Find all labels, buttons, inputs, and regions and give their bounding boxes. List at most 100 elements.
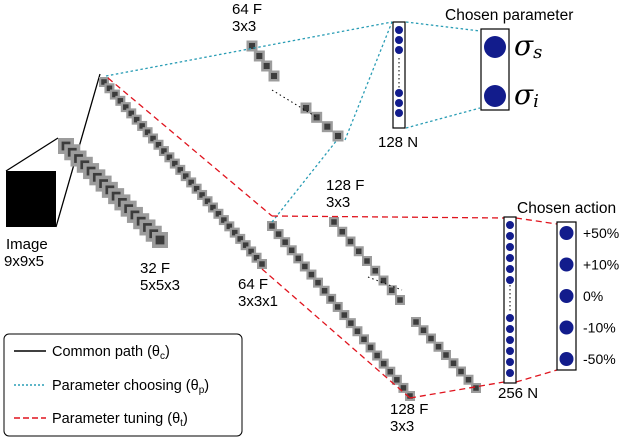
tuning-conv-filter-core — [275, 231, 282, 237]
conv2-filter-core — [210, 204, 216, 211]
param-conv-filter-stack — [246, 40, 344, 142]
input-label-1: Image — [6, 236, 48, 253]
tuning-conv-filter-core — [308, 271, 315, 278]
conv2-filter-core — [150, 135, 156, 142]
param-conv-filter-core — [334, 132, 342, 140]
conv2-filter-core — [123, 104, 129, 110]
svg-text:Common path (θc): Common path (θc) — [52, 344, 170, 362]
param-fc-node — [395, 109, 403, 117]
tuning-conv-filter-core — [394, 377, 400, 383]
svg-text:Parameter choosing (θp): Parameter choosing (θp) — [52, 378, 209, 396]
tuning-conv-filter-core — [321, 288, 328, 294]
sigma-s-node — [484, 36, 506, 58]
tuning-conv-b-filter-core — [372, 268, 378, 274]
param-fc-node — [395, 46, 403, 54]
tuning-fc-node — [506, 243, 514, 251]
action-node — [559, 257, 574, 272]
legend-item-common: Common path (θc) — [14, 344, 170, 362]
action-node — [559, 320, 574, 335]
tuning-conv-b-label-1: 128 F — [390, 401, 428, 418]
tuning-conv-filter-core — [361, 336, 367, 343]
tuning-conv-filter-core — [367, 344, 374, 351]
tuning-conv-filter-core — [380, 360, 387, 367]
param-conv-label-2: 3x3 — [232, 18, 256, 35]
conv2-filter-core — [117, 98, 124, 104]
conv2-filter-core — [144, 129, 151, 135]
input-image: Image 9x9x5 — [4, 171, 56, 270]
param-conv-filter-core — [302, 104, 310, 112]
param-conv-filter-core — [324, 123, 331, 130]
tuning-conv-filter-core — [282, 239, 288, 245]
tuning-conv-b-filter-core — [331, 219, 337, 225]
conv2-filter-core — [215, 211, 222, 217]
param-conv-label-1: 64 F — [232, 1, 262, 18]
branch-ellipsis-lines — [271, 89, 403, 291]
tuning-conv-b-filter-core — [380, 277, 387, 284]
conv2-filter-core — [112, 91, 118, 98]
tuning-conv-b-filter-core — [413, 319, 419, 325]
tuning-conv-filter-core — [288, 247, 295, 254]
param-conv-filter-core — [256, 52, 263, 60]
conv1-filter-core — [155, 235, 165, 245]
tuning-fc-node — [506, 369, 514, 377]
tuning-conv-filter-core — [269, 223, 275, 229]
tuning-conv-b-filter-core — [458, 368, 464, 375]
action-node — [559, 226, 574, 240]
chosen-action-title: Chosen action — [517, 200, 616, 217]
conv2-filter-core — [253, 254, 260, 261]
conv2-filter-core — [139, 123, 145, 129]
tuning-conv-b-filter-core — [465, 377, 472, 383]
conv2-filter-core — [259, 261, 265, 267]
tuning-conv-filter-core — [348, 320, 354, 326]
conv2-filter-core — [204, 198, 211, 204]
tuning-fc-node — [506, 265, 514, 273]
tuning-conv-a-filter-stack — [267, 221, 415, 401]
conv2-filter-core — [193, 185, 200, 192]
sigma-i-symbol: σi — [514, 78, 539, 112]
conv2-filter-core — [106, 85, 113, 92]
tuning-conv-b-filter-core — [364, 258, 370, 264]
param-conv-filter-core — [313, 114, 320, 121]
tuning-fc-node — [506, 254, 514, 262]
param-fc-layer — [392, 21, 406, 129]
tuning-conv-filter-core — [315, 279, 321, 286]
tuning-fc-label: 256 N — [498, 385, 538, 402]
conv1-label-2: 5x5x3 — [140, 277, 180, 294]
tuning-conv-filter-core — [295, 255, 302, 262]
conv2-label-1: 64 F — [238, 276, 268, 293]
tuning-conv-b-filter-stack — [329, 217, 481, 393]
tuning-conv-a-label-1: 128 F — [326, 177, 364, 194]
param-tuning-connectors — [107, 77, 558, 399]
tuning-conv-filter-core — [354, 328, 361, 334]
tuning-fc-node — [506, 221, 514, 229]
conv2-filter-core — [155, 142, 162, 148]
param-fc-label: 128 N — [378, 134, 418, 151]
legend-item-param-choosing: Parameter choosing (θp) — [14, 378, 209, 396]
chosen-parameter-title: Chosen parameter — [445, 7, 573, 24]
conv2-filter-core — [182, 173, 189, 179]
tuning-fc-node — [506, 325, 514, 333]
svg-text:Parameter tuning (θt): Parameter tuning (θt) — [52, 411, 188, 429]
legend-item-param-tuning: Parameter tuning (θt) — [14, 411, 188, 429]
param-choosing-connectors — [105, 21, 481, 223]
conv2-filter-core — [128, 110, 134, 117]
tuning-fc-node — [506, 336, 514, 344]
input-label-2: 9x9x5 — [4, 253, 44, 270]
action-node — [559, 289, 574, 303]
tuning-conv-filter-core — [334, 304, 341, 310]
conv2-filter-core — [133, 116, 140, 123]
tuning-conv-b-filter-core — [428, 335, 434, 342]
conv2-filter-stack — [99, 77, 267, 269]
tuning-conv-b-filter-core — [397, 297, 403, 303]
tuning-conv-filter-core — [400, 385, 407, 391]
tuning-conv-b-filter-core — [450, 360, 457, 366]
conv2-filter-core — [242, 242, 249, 248]
tuning-conv-b-filter-core — [339, 229, 345, 235]
conv2-filter-core — [161, 148, 167, 154]
conv1-label-1: 32 F — [140, 260, 170, 277]
conv2-filter-core — [221, 217, 227, 223]
legend: Common path (θc) Parameter choosing (θp)… — [3, 333, 243, 437]
chosen-action-box — [556, 221, 577, 371]
tuning-conv-filter-core — [387, 368, 394, 375]
sigma-s-symbol: σs — [514, 29, 542, 63]
